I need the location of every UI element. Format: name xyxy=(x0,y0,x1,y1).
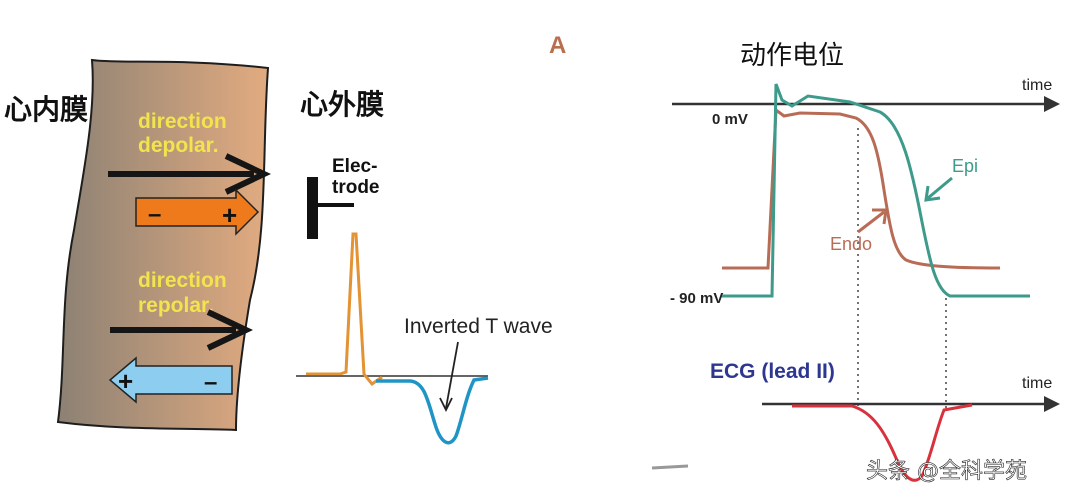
ecg-baseline-fragment xyxy=(651,464,689,470)
repol-minus-sign: – xyxy=(204,369,217,396)
depol-minus-sign: – xyxy=(148,201,161,228)
epi-pointer-arrow xyxy=(924,176,953,202)
endocardium-label: 心内膜 xyxy=(4,93,88,126)
qrs-complex xyxy=(306,232,383,387)
zero-mv-label: 0 mV xyxy=(712,111,748,128)
time-label-bottom: time xyxy=(1022,375,1052,392)
ecg-lead-ii-label: ECG (lead II) xyxy=(710,360,835,383)
t-wave-pointer-arrow xyxy=(439,341,459,413)
epi-label: Epi xyxy=(952,156,978,176)
epi-action-potential-curve xyxy=(722,83,1030,298)
ecg-inverted-t-wave xyxy=(792,403,973,482)
epicardium-label: 心外膜 xyxy=(300,88,384,121)
depolarization-dipole-arrow: – + xyxy=(135,188,260,236)
depolarization-arrow xyxy=(108,153,272,195)
repol-line-1: direction xyxy=(138,269,227,292)
endo-pointer-arrow xyxy=(857,208,888,234)
depol-line-2: depolar. xyxy=(138,134,219,157)
panel-letter: A xyxy=(549,32,566,59)
left-panel: 心内膜 心外膜 direction depolar. – + direction… xyxy=(4,58,553,445)
watermark-text: 头条 @全科学苑 xyxy=(866,459,1027,484)
depol-plus-sign: + xyxy=(222,200,237,230)
action-potential-time-axis xyxy=(672,96,1060,112)
depolarization-direction-text: direction depolar. xyxy=(138,110,233,157)
action-potential-title: 动作电位 xyxy=(740,41,844,71)
inverted-t-wave-label: Inverted T wave xyxy=(404,315,553,338)
ecg-time-axis xyxy=(762,396,1060,412)
myocardium-slab xyxy=(56,58,270,432)
electrode-label: Elec- trode xyxy=(332,156,383,198)
endo-label: Endo xyxy=(830,234,872,254)
electrode-symbol xyxy=(307,177,354,239)
right-panel: A 动作电位 time 0 mV - 90 mV Epi Endo ECG (l… xyxy=(549,32,1060,482)
inverted-t-wave xyxy=(376,376,489,445)
repolarization-arrow xyxy=(110,309,254,351)
time-label-top: time xyxy=(1022,77,1052,94)
repol-line-2: repolar. xyxy=(138,294,214,317)
electrode-line-2: trode xyxy=(332,177,380,198)
repolarization-dipole-arrow: + – xyxy=(108,356,233,404)
repol-plus-sign: + xyxy=(118,366,133,396)
electrode-line-1: Elec- xyxy=(332,156,377,177)
depol-line-1: direction xyxy=(138,110,227,133)
minus-90-mv-label: - 90 mV xyxy=(670,290,723,307)
repolarization-direction-text: direction repolar. xyxy=(138,269,233,317)
